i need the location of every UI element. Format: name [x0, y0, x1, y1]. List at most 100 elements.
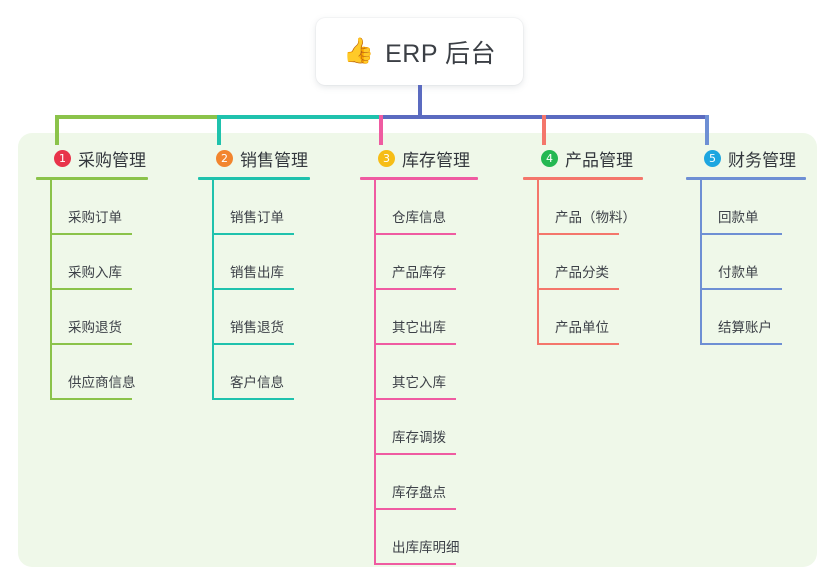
leaf-underline	[374, 288, 456, 290]
leaf-label: 销售订单	[230, 210, 284, 225]
leaf-underline	[374, 563, 456, 565]
leaf-label: 结算账户	[718, 320, 772, 335]
branch-header-5[interactable]: 5 财务管理	[686, 145, 806, 171]
branch-title-1: 采购管理	[78, 150, 146, 170]
leaf-node[interactable]: 库存盘点	[374, 455, 478, 510]
leaf-label: 库存盘点	[392, 485, 446, 500]
leaf-node[interactable]: 产品分类	[537, 235, 643, 290]
leaf-underline	[700, 288, 782, 290]
leaf-label: 采购退货	[68, 320, 122, 335]
leaf-label: 仓库信息	[392, 210, 446, 225]
leaf-underline	[537, 233, 619, 235]
leaf-list-1: 采购订单采购入库采购退货供应商信息	[50, 180, 148, 400]
leaf-label: 采购入库	[68, 265, 122, 280]
leaf-node[interactable]: 采购订单	[50, 180, 148, 235]
leaf-node[interactable]: 产品库存	[374, 235, 478, 290]
leaf-node[interactable]: 采购入库	[50, 235, 148, 290]
leaf-underline	[374, 508, 456, 510]
leaf-node[interactable]: 其它出库	[374, 290, 478, 345]
branch-stem-2	[217, 115, 221, 145]
leaf-list-3: 仓库信息产品库存其它出库其它入库库存调拨库存盘点出库库明细	[374, 180, 478, 565]
leaf-underline	[50, 288, 132, 290]
leaf-label: 销售出库	[230, 265, 284, 280]
branch-underline-2	[198, 177, 310, 180]
leaf-node[interactable]: 付款单	[700, 235, 806, 290]
connector-segment-2	[217, 115, 379, 119]
leaf-label: 销售退货	[230, 320, 284, 335]
leaf-node[interactable]: 产品单位	[537, 290, 643, 345]
leaf-underline	[374, 398, 456, 400]
leaf-list-4: 产品（物料） 产品分类产品单位	[537, 180, 643, 345]
branch-stem-4	[542, 115, 546, 145]
leaf-node[interactable]: 客户信息	[212, 345, 310, 400]
branch-title-3: 库存管理	[402, 150, 470, 170]
branch-badge-3: 3	[378, 149, 395, 167]
root-node-erp-backend[interactable]: 👍 ERP 后台	[316, 18, 523, 85]
leaf-spine-2	[212, 180, 214, 400]
leaf-spine-5	[700, 180, 702, 345]
leaf-label: 付款单	[718, 265, 759, 280]
branch-title-4: 产品管理	[565, 150, 633, 170]
root-node-label: ERP 后台	[385, 39, 497, 68]
leaf-underline	[212, 233, 294, 235]
leaf-label: 其它出库	[392, 320, 446, 335]
leaf-spine-1	[50, 180, 52, 400]
leaf-spine-4	[537, 180, 539, 345]
leaf-label: 客户信息	[230, 375, 284, 390]
leaf-node[interactable]: 仓库信息	[374, 180, 478, 235]
leaf-node[interactable]: 销售订单	[212, 180, 310, 235]
leaf-underline	[212, 343, 294, 345]
branch-badge-5: 5	[704, 149, 721, 167]
leaf-node[interactable]: 结算账户	[700, 290, 806, 345]
leaf-underline	[374, 343, 456, 345]
leaf-node[interactable]: 其它入库	[374, 345, 478, 400]
branch-underline-3	[360, 177, 478, 180]
branch-title-5: 财务管理	[728, 150, 796, 170]
leaf-label: 供应商信息	[68, 375, 136, 390]
leaf-label: 产品库存	[392, 265, 446, 280]
leaf-node[interactable]: 回款单	[700, 180, 806, 235]
leaf-node[interactable]: 销售退货	[212, 290, 310, 345]
leaf-underline	[50, 343, 132, 345]
leaf-label: 其它入库	[392, 375, 446, 390]
branch-stem-3	[379, 115, 383, 145]
diagram-background-panel	[18, 133, 817, 567]
leaf-node[interactable]: 采购退货	[50, 290, 148, 345]
leaf-underline	[700, 233, 782, 235]
branch-badge-4: 4	[541, 149, 558, 167]
branch-header-3[interactable]: 3 库存管理	[360, 145, 478, 171]
leaf-node[interactable]: 产品（物料）	[537, 180, 643, 235]
root-stem	[418, 85, 422, 119]
leaf-label: 回款单	[718, 210, 759, 225]
leaf-underline	[50, 398, 132, 400]
leaf-list-5: 回款单付款单结算账户	[700, 180, 806, 345]
branch-财务管理: 5 财务管理回款单付款单结算账户	[686, 145, 806, 345]
leaf-node[interactable]: 库存调拨	[374, 400, 478, 455]
connector-segment-1	[55, 115, 217, 119]
leaf-label: 产品单位	[555, 320, 609, 335]
branch-underline-4	[523, 177, 643, 180]
leaf-node[interactable]: 供应商信息	[50, 345, 148, 400]
leaf-label: 采购订单	[68, 210, 122, 225]
leaf-underline	[212, 288, 294, 290]
leaf-underline	[374, 233, 456, 235]
branch-stem-1	[55, 115, 59, 145]
thumbs-up-icon: 👍	[342, 37, 375, 65]
leaf-underline	[537, 343, 619, 345]
leaf-underline	[700, 343, 782, 345]
leaf-underline	[374, 453, 456, 455]
leaf-node[interactable]: 出库库明细	[374, 510, 478, 565]
branch-underline-5	[686, 177, 806, 180]
leaf-label: 出库库明细	[392, 540, 460, 555]
leaf-label: 产品（物料）	[555, 210, 636, 225]
leaf-underline	[537, 288, 619, 290]
leaf-spine-3	[374, 180, 376, 565]
branch-badge-2: 2	[216, 149, 233, 167]
leaf-underline	[50, 233, 132, 235]
leaf-node[interactable]: 销售出库	[212, 235, 310, 290]
branch-header-4[interactable]: 4 产品管理	[523, 145, 643, 171]
